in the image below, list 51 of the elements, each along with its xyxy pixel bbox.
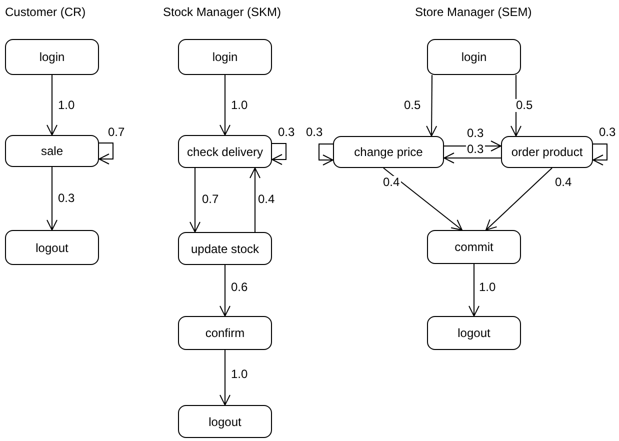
edge-label: 1.0 xyxy=(230,99,249,112)
lane-heading: Store Manager (SEM) xyxy=(415,5,532,19)
edge-label: 0.7 xyxy=(201,193,220,206)
state-box: check delivery xyxy=(178,135,272,168)
edge-label: 0.3 xyxy=(277,126,296,139)
state-box: change price xyxy=(333,136,444,168)
arrow xyxy=(220,264,230,316)
arrow xyxy=(468,264,480,316)
edge-label: 1.0 xyxy=(57,99,76,112)
arrow xyxy=(220,74,230,136)
edge-label: 0.5 xyxy=(515,99,534,112)
arrow xyxy=(486,168,552,230)
state-box: logout xyxy=(5,230,99,265)
arrow xyxy=(444,152,502,164)
edge-label: 0.5 xyxy=(403,99,422,112)
state-box: logout xyxy=(427,316,521,350)
arrow xyxy=(510,74,522,136)
edge-label: 0.3 xyxy=(598,126,617,139)
arrow xyxy=(592,144,608,166)
state-box: order product xyxy=(501,136,593,168)
state-box: update stock xyxy=(178,232,272,265)
edge-label: 1.0 xyxy=(478,281,497,294)
arrow xyxy=(426,74,438,136)
arrow xyxy=(46,166,58,230)
arrow xyxy=(190,168,200,232)
state-box: sale xyxy=(5,135,99,167)
arrow xyxy=(98,142,114,164)
arrow xyxy=(272,143,286,165)
edge-label: 0.4 xyxy=(382,176,401,189)
edge-label: 0.3 xyxy=(57,192,76,205)
edge-label: 0.3 xyxy=(305,126,324,139)
state-box: login xyxy=(5,39,99,75)
arrow xyxy=(250,168,260,232)
arrow xyxy=(220,350,230,406)
edge-label: 0.3 xyxy=(466,127,485,140)
edge-label: 0.7 xyxy=(107,126,126,139)
edge-label: 1.0 xyxy=(230,368,249,381)
state-box: login xyxy=(427,39,521,75)
arrow xyxy=(318,144,334,166)
arrow xyxy=(46,74,58,136)
edge-label: 0.4 xyxy=(554,176,573,189)
state-box: logout xyxy=(178,405,272,438)
state-box: login xyxy=(178,39,272,75)
lane-heading: Customer (CR) xyxy=(5,5,86,19)
lane-heading: Stock Manager (SKM) xyxy=(163,5,282,19)
edge-label: 0.3 xyxy=(466,143,485,156)
arrow xyxy=(383,168,462,230)
edge-label: 0.6 xyxy=(230,281,249,294)
edge-label: 0.4 xyxy=(257,193,276,206)
state-box: commit xyxy=(427,230,521,264)
state-box: confirm xyxy=(178,316,272,350)
